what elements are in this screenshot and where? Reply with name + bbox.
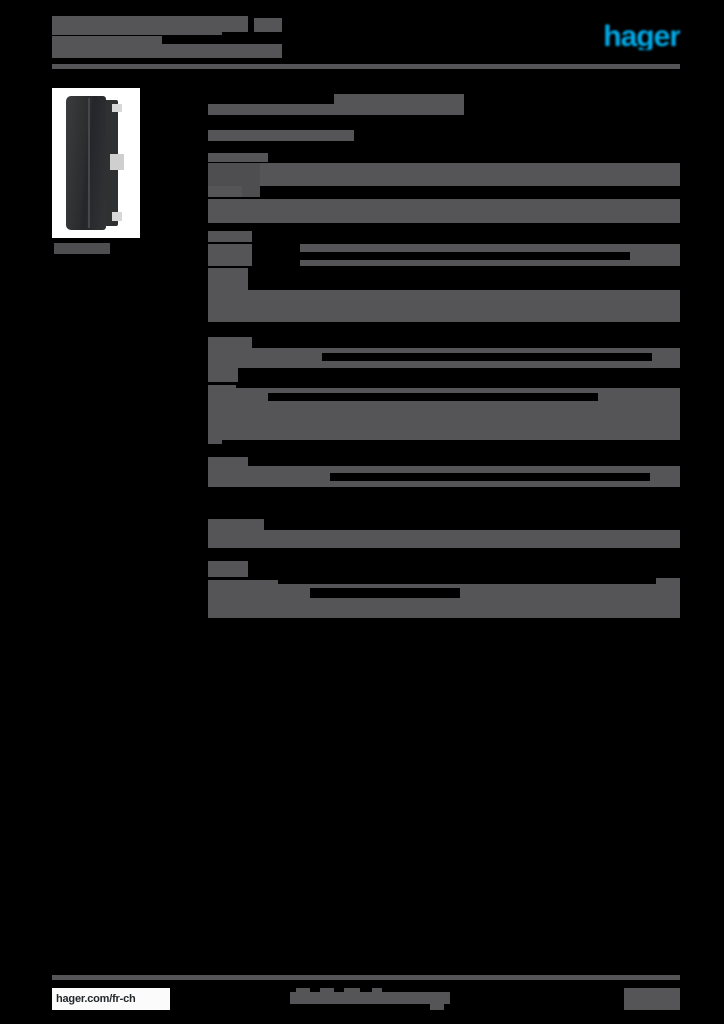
- product-tab-middle: [110, 154, 124, 170]
- title-fragment-4: [254, 18, 282, 32]
- spec-value-right: [656, 388, 680, 406]
- spec-label: [208, 186, 242, 197]
- spec-value-band: [208, 406, 680, 440]
- spec-dotted-leader: [300, 252, 630, 260]
- spec-label: [208, 430, 222, 444]
- content-doc-title: [334, 94, 464, 105]
- page-subtitle: [52, 36, 162, 58]
- spec-dotted-leader: [268, 393, 598, 401]
- title-fragment-2: [158, 18, 194, 32]
- spec-label: [208, 268, 248, 290]
- title-underline-fragment: [162, 44, 282, 58]
- spec-value-band: [208, 163, 680, 186]
- spec-dotted-leader: [322, 353, 652, 361]
- spec-section-header: [208, 519, 264, 530]
- header-divider: [52, 64, 680, 69]
- footer-url-label: hager.com/fr-ch: [56, 993, 136, 1005]
- footer-center-fragment-2: [320, 988, 334, 996]
- spec-value-band: [208, 199, 680, 223]
- product-rocker-body: [66, 96, 106, 230]
- footer-url[interactable]: hager.com/fr-ch: [52, 988, 170, 1010]
- figure-caption: [54, 243, 110, 254]
- footer-center-fragment-3: [344, 988, 360, 996]
- spec-value-right: [656, 466, 680, 487]
- spec-value-band: [208, 300, 680, 322]
- footer-center-fragment-4: [372, 988, 382, 996]
- spec-label: [208, 153, 268, 162]
- spec-value-band: [208, 290, 680, 300]
- product-tab-top: [112, 104, 122, 112]
- spec-section-header: [208, 231, 252, 242]
- product-tab-bottom: [112, 212, 122, 221]
- content-subtitle: [208, 130, 354, 141]
- footer-center-fragment-5: [430, 1000, 444, 1010]
- spec-section-header: [208, 337, 252, 348]
- spec-label: [208, 368, 238, 382]
- spec-dotted-leader: [330, 473, 650, 481]
- spec-value-band: [208, 244, 236, 266]
- footer-center-text: [290, 992, 450, 1004]
- hager-logo: hager: [603, 24, 680, 50]
- spec-section-header: [208, 457, 248, 468]
- product-image: [52, 88, 140, 238]
- footer-divider: [52, 975, 680, 980]
- product-rocker-split: [88, 98, 90, 228]
- title-fragment-1: [132, 18, 148, 32]
- spec-value-right: [656, 348, 680, 368]
- spec-section-header: [208, 561, 248, 577]
- spec-value-right: [656, 578, 680, 590]
- content-section-title: [208, 104, 464, 115]
- spec-dotted-leader: [310, 588, 460, 598]
- spec-value-band: [208, 530, 680, 548]
- footer-page-number: [624, 988, 680, 1010]
- footer-center-fragment-1: [296, 988, 310, 996]
- title-fragment-3: [200, 16, 248, 32]
- spec-value-right: [636, 244, 680, 266]
